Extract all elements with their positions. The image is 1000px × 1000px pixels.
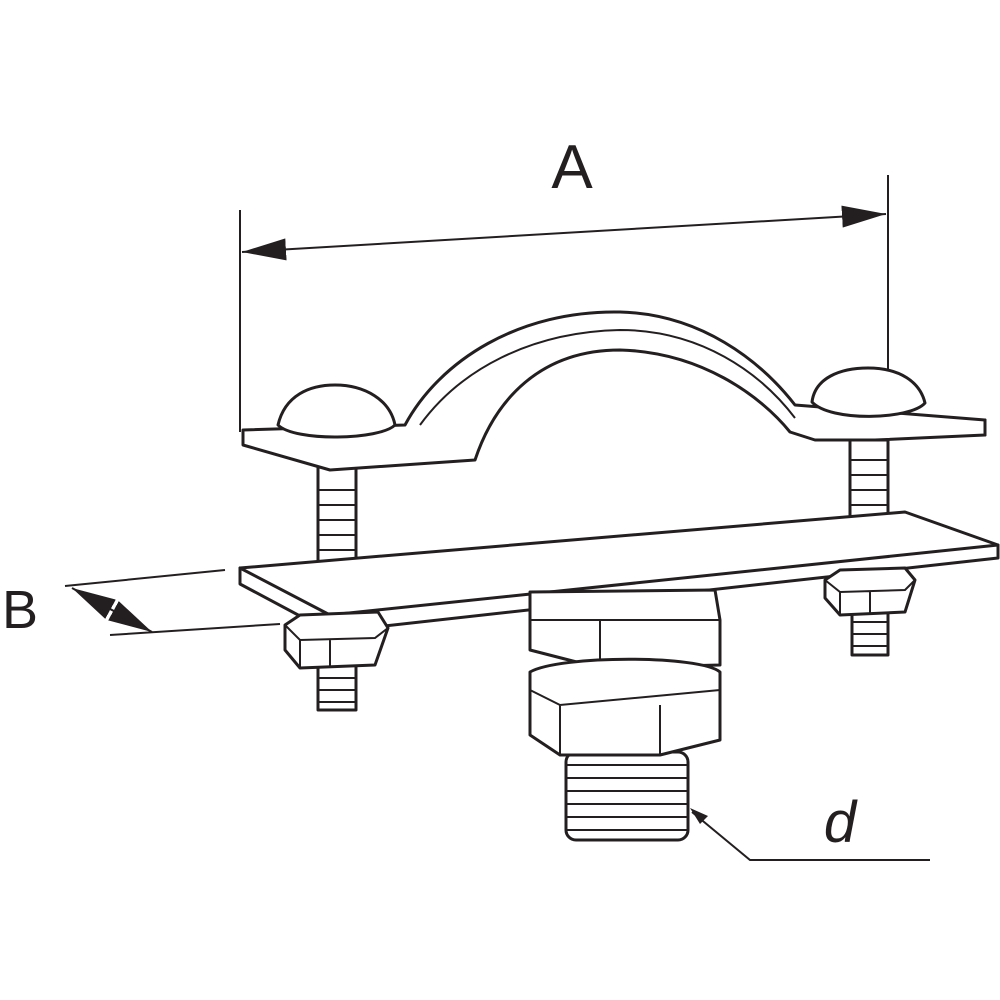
dimension-b-label: B [2,580,38,640]
dimension-d-label: d [824,790,858,855]
dimension-d: d [690,790,930,861]
left-rivet-head [276,383,397,439]
upper-center-nut [528,588,722,670]
left-lower-nut [283,610,390,712]
right-rivet-head [810,366,927,418]
dimension-a-label: A [551,133,593,202]
center-bolt [528,588,722,842]
dimension-b: B [2,569,281,640]
right-lower-nut [823,566,917,657]
lower-center-nut [528,657,722,757]
top-strap [241,310,987,472]
dimension-a: A [239,133,889,432]
